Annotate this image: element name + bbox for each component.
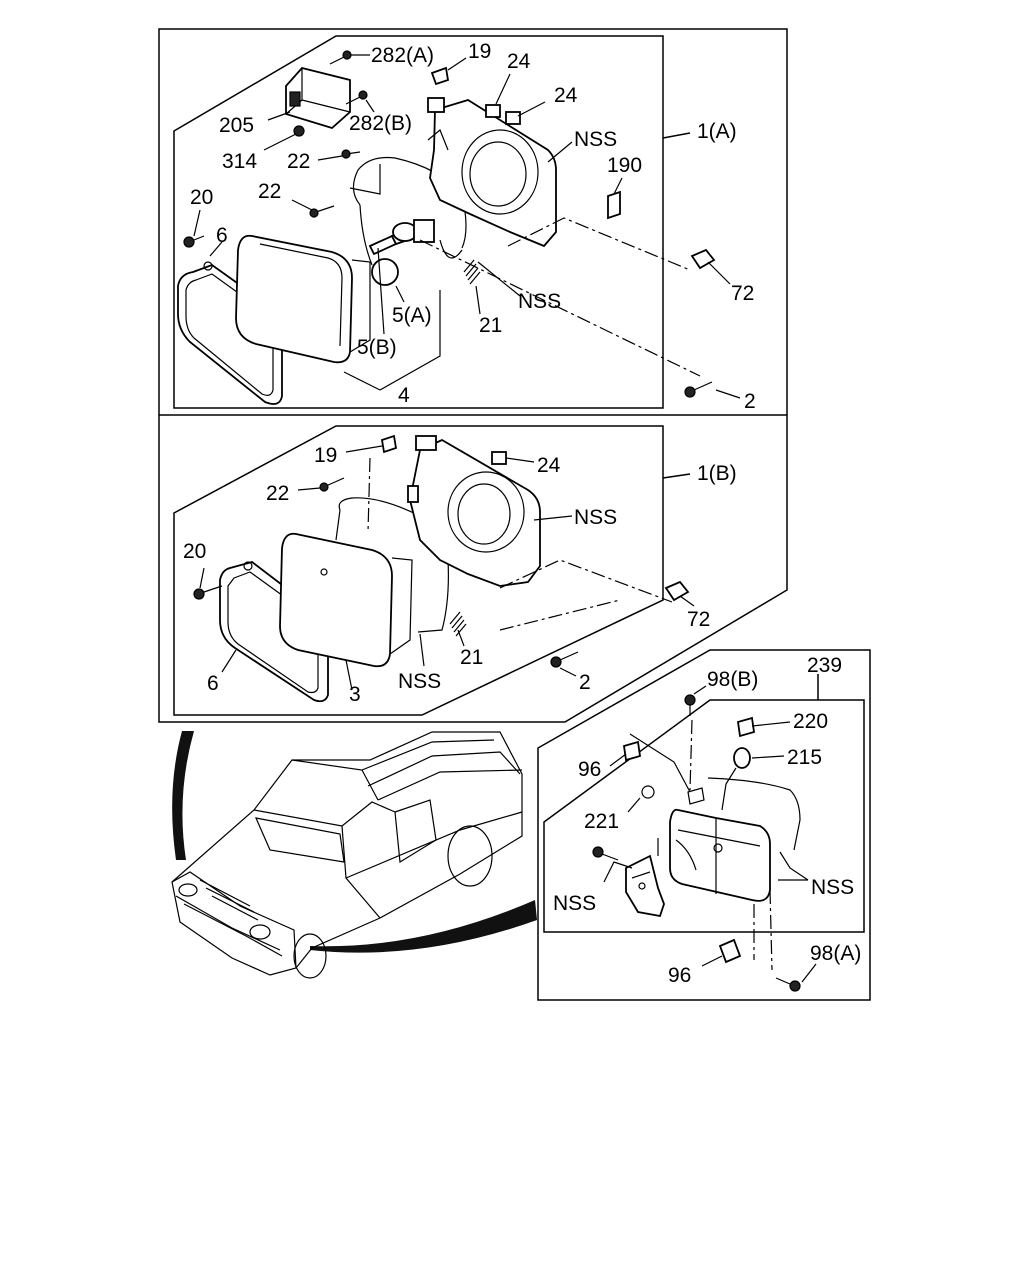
label-4: 4	[398, 384, 410, 407]
label-282a: 282(A)	[371, 44, 434, 67]
fasteners-1a	[183, 50, 716, 398]
label-22-a: 22	[287, 150, 310, 173]
label-239: 239	[807, 654, 842, 677]
label-22-b: 22	[258, 180, 281, 203]
panel-1b-inner-frame	[173, 425, 664, 716]
ballast-module	[285, 66, 351, 130]
label-282b: 282(B)	[349, 112, 412, 135]
bulb-socket	[687, 716, 801, 851]
panel-239: 239 98(B) 220 215 96 221 NSS NSS 98(A) 9…	[537, 649, 871, 1001]
panel-1a: 282(A) 19 24 24 205 282(B) NSS 1(A) 314 …	[158, 28, 788, 415]
label-nss-1: NSS	[811, 876, 854, 899]
label-98a: 98(A)	[810, 942, 861, 965]
label-72: 72	[731, 282, 754, 305]
sealed-beam-unit-b	[279, 532, 413, 668]
leader-lines-239	[603, 685, 817, 983]
label-24: 24	[537, 454, 561, 477]
label-314: 314	[222, 150, 257, 173]
labels-1a: 282(A) 19 24 24 205 282(B) NSS 1(A) 314 …	[190, 40, 756, 413]
label-1a: 1(A)	[697, 120, 737, 143]
label-nss-2: NSS	[553, 892, 596, 915]
label-24-a: 24	[507, 50, 531, 73]
label-5a: 5(A)	[392, 304, 432, 327]
label-21: 21	[460, 646, 483, 669]
label-6: 6	[216, 224, 228, 247]
label-22: 22	[266, 482, 289, 505]
label-96-a: 96	[578, 758, 601, 781]
label-19: 19	[314, 444, 337, 467]
label-nss-1: NSS	[574, 128, 617, 151]
label-6: 6	[207, 672, 219, 695]
label-3: 3	[349, 683, 361, 706]
label-20: 20	[183, 540, 206, 563]
label-nss-1: NSS	[574, 506, 617, 529]
labels-1b: 19 24 1(B) 22 NSS 20 72 21 2 6 NSS 3	[183, 444, 737, 706]
label-1b: 1(B)	[697, 462, 737, 485]
label-2: 2	[579, 671, 591, 694]
label-5b: 5(B)	[357, 336, 397, 359]
side-marker-lamp	[669, 808, 771, 902]
label-nss-2: NSS	[398, 670, 441, 693]
leader-lines-1b	[199, 445, 695, 691]
label-98b: 98(B)	[707, 668, 758, 691]
lamp-bracket	[625, 854, 665, 918]
leader-lines-1a	[193, 54, 741, 399]
label-205: 205	[219, 114, 254, 137]
label-19: 19	[468, 40, 491, 63]
housing-bracket-b	[407, 435, 541, 587]
label-215: 215	[787, 746, 822, 769]
label-24-b: 24	[554, 84, 578, 107]
label-96-b: 96	[668, 964, 691, 987]
label-72: 72	[687, 608, 710, 631]
sealed-beam-unit	[235, 234, 371, 364]
fasteners-239	[592, 694, 801, 992]
panel-1b: 19 24 1(B) 22 NSS 20 72 21 2 6 NSS 3	[158, 414, 788, 723]
fasteners-1b	[193, 434, 690, 668]
label-221: 221	[584, 810, 619, 833]
labels-239: 239 98(B) 220 215 96 221 NSS NSS 98(A) 9…	[553, 654, 861, 987]
label-nss-2: NSS	[518, 290, 561, 313]
panel-239-inner-frame	[543, 699, 865, 933]
pickup-truck-illustration	[171, 731, 537, 979]
panel-1a-inner-frame	[173, 35, 664, 409]
panel-1a-border	[158, 28, 788, 415]
panel-1b-border	[158, 414, 788, 723]
label-2: 2	[744, 390, 756, 413]
housing-bracket	[427, 97, 557, 248]
label-220: 220	[793, 710, 828, 733]
panel-239-border	[537, 649, 871, 1001]
label-21: 21	[479, 314, 502, 337]
label-190: 190	[607, 154, 642, 177]
label-20: 20	[190, 186, 213, 209]
